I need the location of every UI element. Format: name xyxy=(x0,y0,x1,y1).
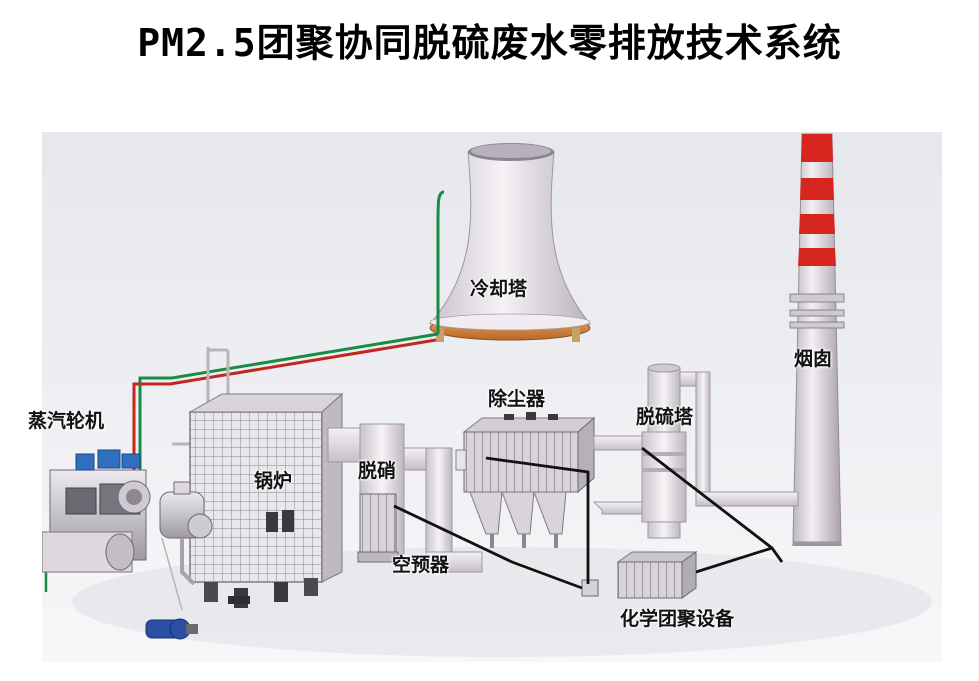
dosing-lines xyxy=(393,446,784,590)
label-denitration: 脱硝 xyxy=(358,460,397,482)
label-chemical-agglomeration: 化学团聚设备 xyxy=(620,608,735,630)
label-chimney: 烟囱 xyxy=(794,348,833,370)
label-air-preheater: 空预器 xyxy=(392,554,450,576)
plant-illustration xyxy=(42,132,942,662)
desulfurization-tower xyxy=(641,363,687,539)
label-cooling-tower: 冷却塔 xyxy=(470,278,528,300)
diagram-title: PM2.5团聚协同脱硫废水零排放技术系统 xyxy=(137,21,842,65)
chemical-agglomeration-unit xyxy=(581,551,698,599)
heater-vessel xyxy=(159,481,213,586)
label-dust-collector: 除尘器 xyxy=(488,388,546,410)
cooling-tower xyxy=(428,143,592,342)
process-diagram: 冷却塔 烟囱 蒸汽轮机 锅炉 脱硝 除尘器 脱硫塔 空预器 化学团聚设备 xyxy=(28,132,942,662)
label-desulfurization-tower: 脱硫塔 xyxy=(636,406,694,428)
air-preheater xyxy=(357,493,399,563)
steam-turbine xyxy=(42,449,151,573)
label-steam-turbine: 蒸汽轮机 xyxy=(28,410,105,432)
water-pump xyxy=(145,537,198,640)
chimney xyxy=(789,133,845,546)
flue-ducts xyxy=(592,371,799,515)
boiler xyxy=(188,392,344,608)
label-boiler: 锅炉 xyxy=(254,470,293,492)
